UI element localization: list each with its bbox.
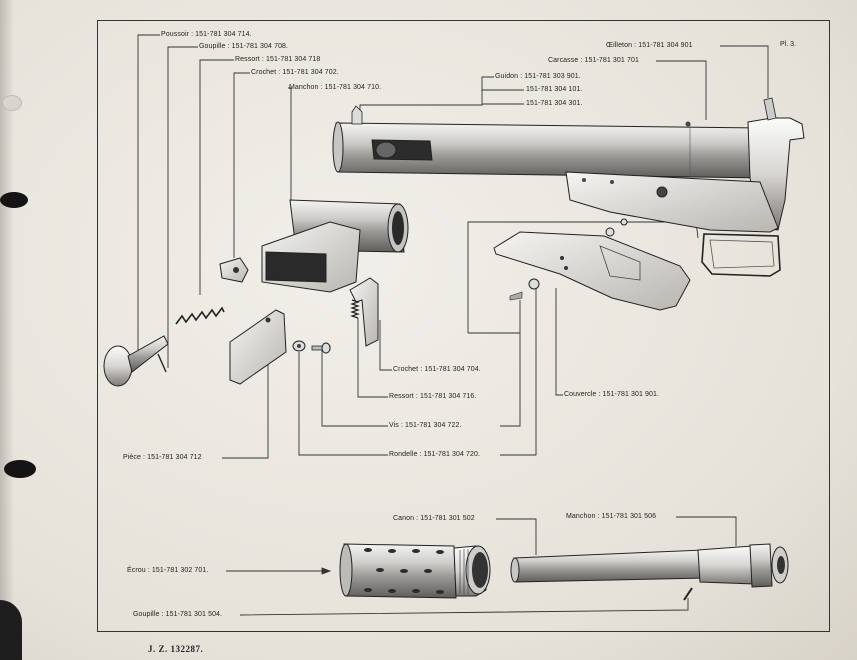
label-oeilleton: Œilleton : 151-781 304 901 bbox=[606, 42, 693, 49]
ecrou-barrel-nut bbox=[339, 543, 491, 599]
label-ecrou: Écrou : 151-781 302 701. bbox=[127, 567, 209, 574]
carcasse-receiver bbox=[332, 97, 805, 277]
crochet-mid bbox=[349, 277, 379, 347]
label-vis: Vis : 151-781 304 722. bbox=[389, 422, 462, 429]
manchon-barrel-sleeve bbox=[697, 543, 789, 588]
punch-hole-top bbox=[2, 95, 22, 111]
label-manchon-bottom: Manchon : 151-781 301 506 bbox=[566, 513, 657, 520]
rondelle-washer bbox=[292, 340, 306, 352]
label-ressort-mid: Ressort : 151-781 304 716. bbox=[389, 393, 477, 400]
label-guidon-2: 151-781 304 101. bbox=[526, 86, 583, 93]
ressort-mid bbox=[350, 299, 360, 319]
footer-reference: J. Z. 132287. bbox=[148, 644, 204, 654]
label-guidon-3: 151-781 304 301. bbox=[526, 100, 583, 107]
label-goupille-bottom: Goupille : 151-781 301 504. bbox=[133, 611, 223, 618]
label-piece: Pièce : 151-781 304 712 bbox=[123, 454, 202, 461]
label-carcasse: Carcasse : 151-781 301 701 bbox=[548, 57, 639, 64]
piece-plate bbox=[229, 309, 287, 385]
plate-number: Pl. 3. bbox=[780, 41, 796, 48]
couvercle-cover bbox=[493, 218, 691, 311]
label-couvercle: Couvercle : 151-781 301 901. bbox=[564, 391, 660, 398]
poussoir-plunger bbox=[103, 335, 169, 387]
punch-hole-bottom bbox=[4, 460, 36, 478]
label-manchon-top: Manchon : 151-781 304 710. bbox=[289, 84, 382, 91]
plate-frame bbox=[97, 20, 830, 632]
page-edge-shadow bbox=[0, 0, 14, 660]
label-ressort-top: Ressort : 151-781 304 718 bbox=[235, 56, 321, 63]
crochet-small bbox=[219, 257, 249, 283]
label-guidon: Guidon : 151-781 303 901. bbox=[495, 73, 581, 80]
label-rondelle: Rondelle : 151-781 304 720. bbox=[389, 451, 481, 458]
canon-barrel bbox=[510, 549, 707, 583]
ressort-spring bbox=[175, 306, 225, 325]
manchon-magazine-housing bbox=[261, 199, 409, 293]
label-crochet-top: Crochet : 151-781 304 702. bbox=[251, 69, 339, 76]
vis-screw bbox=[311, 342, 331, 354]
punch-hole-middle bbox=[0, 192, 28, 208]
label-canon: Canon : 151-781 301 502 bbox=[393, 515, 475, 522]
label-poussoir: Poussoir : 151-781 304 714. bbox=[161, 31, 252, 38]
label-goupille-top: Goupille : 151-781 304 708. bbox=[199, 43, 289, 50]
label-crochet-mid: Crochet : 151-781 304 704. bbox=[393, 366, 481, 373]
goupille-pin-bottom bbox=[683, 587, 693, 601]
torn-corner bbox=[0, 600, 22, 660]
